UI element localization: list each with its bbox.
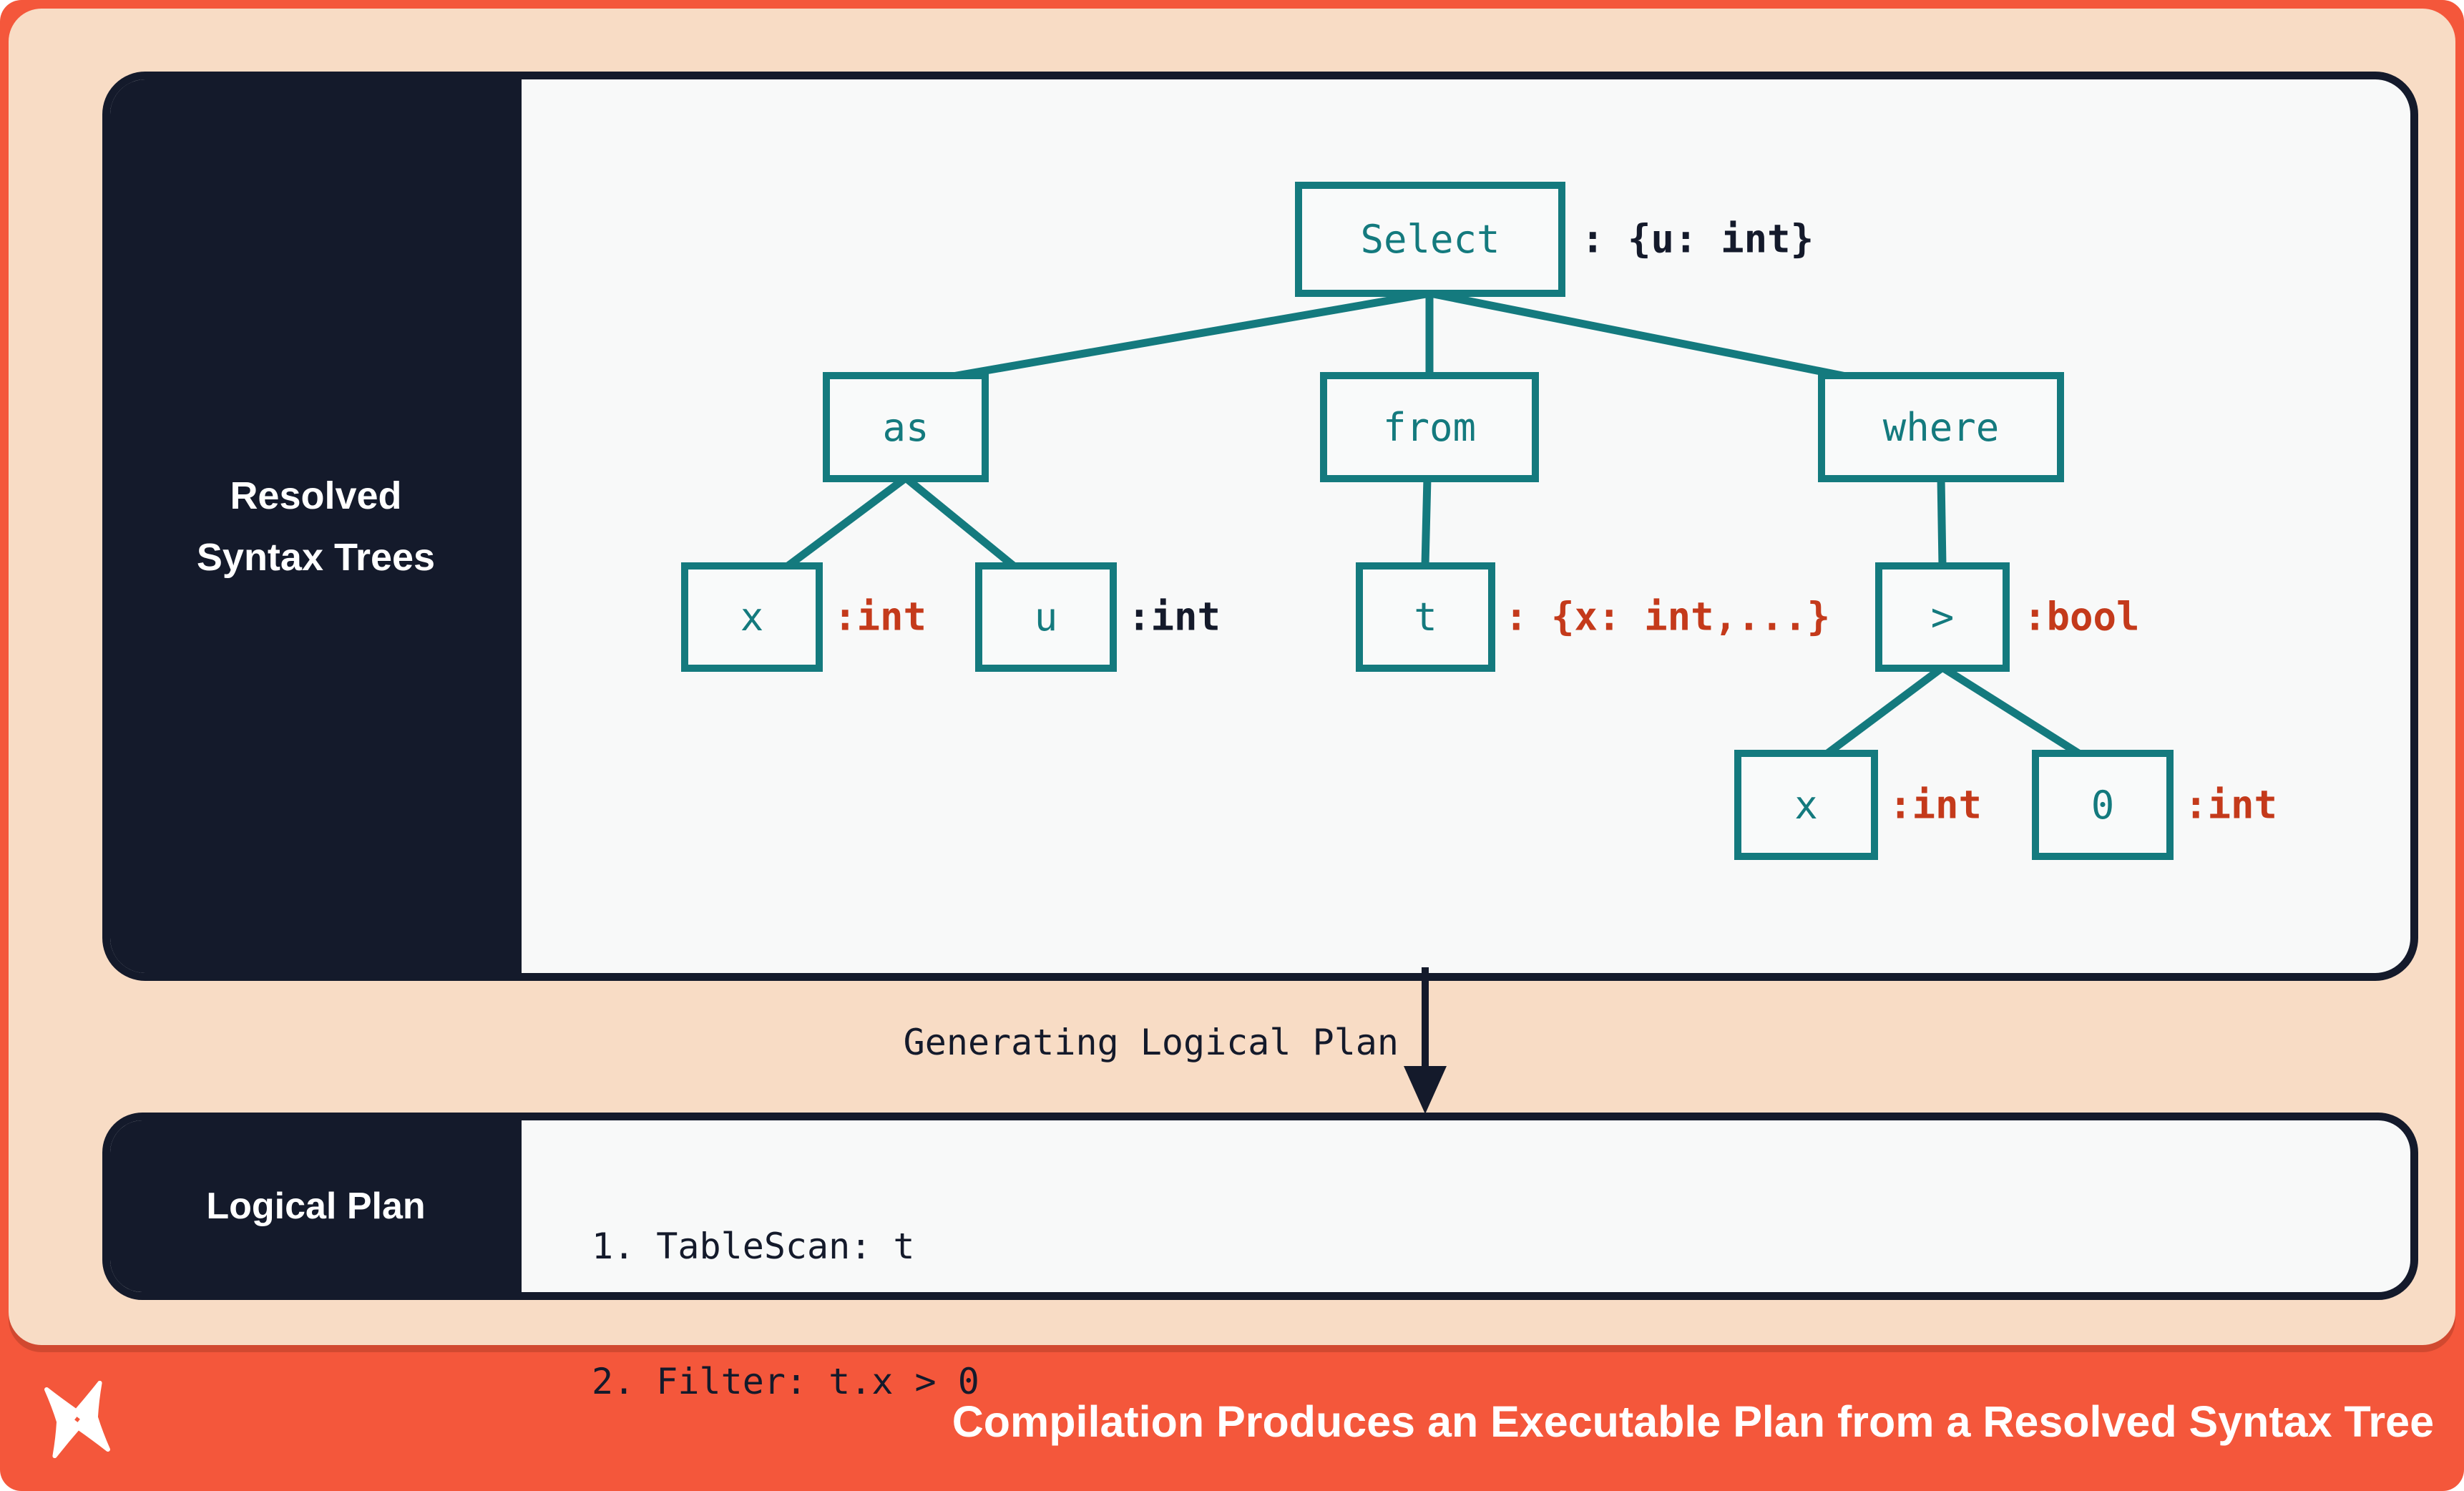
tree-node-x-operand-label: x <box>1794 782 1818 828</box>
tree-node-t-table-label: t <box>1414 595 1437 640</box>
tree-node-greater-than: > <box>1875 562 2010 672</box>
tree-node-select-label: Select <box>1360 217 1500 262</box>
tree-node-from: from <box>1320 372 1539 482</box>
type-annotation-u-alias: :int <box>1128 594 1221 640</box>
pinwheel-x-logo-icon <box>44 1381 110 1458</box>
tree-node-from-label: from <box>1382 404 1477 450</box>
footer-caption: Compilation Produces an Executable Plan … <box>952 1397 2434 1446</box>
tree-node-x-alias: x <box>681 562 823 672</box>
tree-node-select: Select <box>1295 182 1565 297</box>
type-annotation-t-table: : {x: int,...} <box>1505 594 1831 640</box>
tree-node-where: where <box>1818 372 2064 482</box>
resolved-panel-sidebar: Resolved Syntax Trees <box>110 79 522 973</box>
logical-plan-steps: 1. TableScan: t 2. Filter: t.x > 0 3. Pr… <box>592 1134 1087 1491</box>
tree-node-x-operand: x <box>1734 750 1878 860</box>
tree-node-u-alias: u <box>975 562 1117 672</box>
tree-node-as-label: as <box>882 404 929 450</box>
tree-node-greater-than-label: > <box>1930 595 1955 640</box>
tree-node-u-alias-label: u <box>1034 595 1058 640</box>
type-annotation-select: : {u: int} <box>1581 216 1814 262</box>
logical-plan-step-1: 1. TableScan: t <box>592 1226 915 1267</box>
pinwheel-x-logo-path <box>44 1381 110 1458</box>
tree-node-zero-operand-label: 0 <box>2091 782 2115 828</box>
logical-plan-title: Logical Plan <box>206 1186 426 1227</box>
tree-node-where-label: where <box>1882 404 2000 450</box>
tree-node-zero-operand: 0 <box>2032 750 2174 860</box>
resolved-panel-title-line2: Syntax Trees <box>196 535 436 579</box>
type-annotation-greater-than: :bool <box>2023 594 2140 640</box>
flow-arrow-label: Generating Logical Plan <box>903 1022 1399 1063</box>
resolved-panel-title-line1: Resolved <box>230 474 402 517</box>
type-annotation-x-operand: :int <box>1889 782 1983 828</box>
tree-node-t-table: t <box>1356 562 1495 672</box>
tree-node-x-alias-label: x <box>740 595 764 640</box>
logical-plan-panel: Logical Plan <box>102 1113 2418 1300</box>
type-annotation-x-alias: :int <box>833 594 927 640</box>
tree-node-as: as <box>823 372 989 482</box>
type-annotation-zero-operand: :int <box>2184 782 2278 828</box>
logical-plan-sidebar: Logical Plan <box>110 1120 522 1292</box>
logical-plan-step-2: 2. Filter: t.x > 0 <box>592 1361 979 1402</box>
